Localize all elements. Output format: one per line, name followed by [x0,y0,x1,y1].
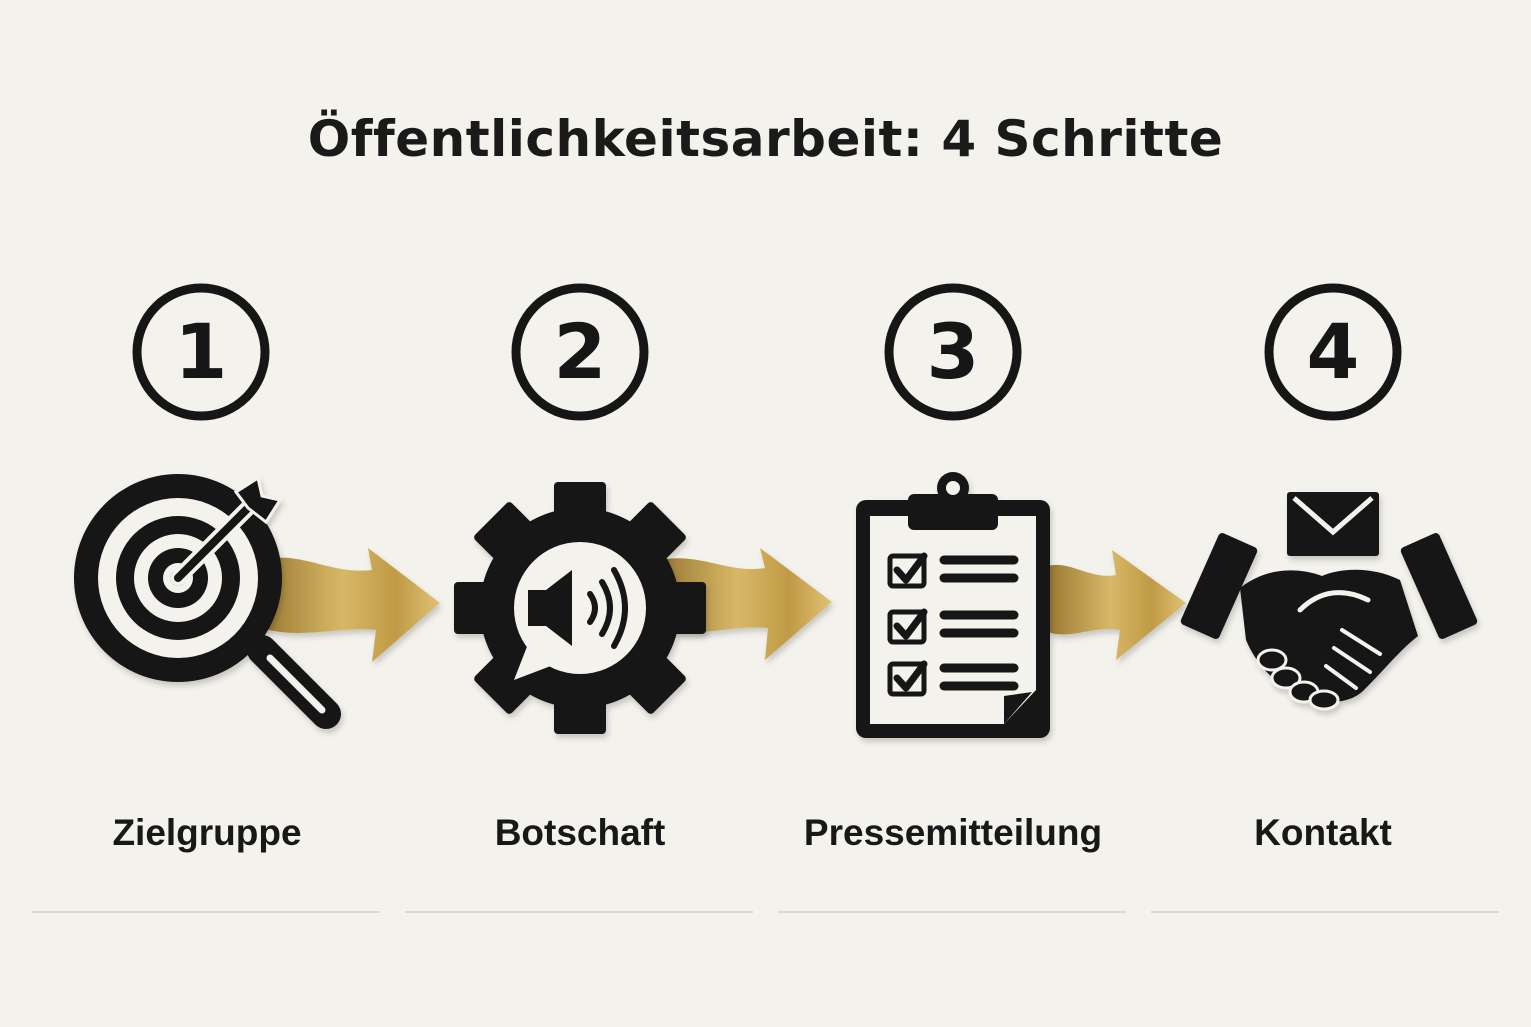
page-title: Öffentlichkeitsarbeit: 4 Schritte [307,110,1224,168]
step-badge-4: 4 [1264,283,1402,421]
step-number-4: 4 [1307,307,1360,396]
step-label-1: Zielgruppe [112,812,302,853]
divider-3 [778,911,1126,913]
step-label-4: Kontakt [1254,812,1392,853]
step-number-1: 1 [175,307,228,396]
step-badge-3: 3 [884,283,1022,421]
gear-speaker-icon [454,482,706,734]
connector-arrow-1 [262,548,440,662]
step-badge-2: 2 [511,283,649,421]
step-label-3: Pressemitteilung [803,812,1103,853]
step-label-2: Botschaft [494,812,666,853]
divider-4 [1151,911,1499,913]
target-magnifier-icon [74,474,341,729]
step-badge-1: 1 [132,283,270,421]
connector-arrow-2 [660,548,832,660]
connector-arrow-3 [1048,550,1186,660]
step-number-3: 3 [927,307,980,396]
handshake-envelope-icon [1180,492,1478,711]
divider-1 [32,911,380,913]
divider-2 [405,911,753,913]
clipboard-checklist-icon [856,472,1050,738]
step-number-2: 2 [554,307,607,396]
